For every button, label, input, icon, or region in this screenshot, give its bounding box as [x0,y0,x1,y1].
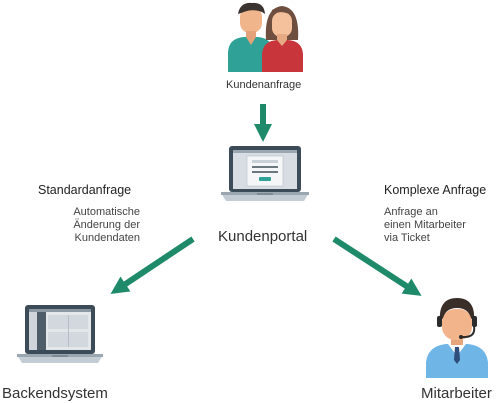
employee-label: Mitarbeiter [421,385,492,402]
standard-request-description: Automatische Änderung der Kundendaten [73,206,140,245]
backend-system-label: Backendsystem [2,385,108,402]
description-line: Anfrage an [384,206,438,218]
arrow-to-employee [332,236,422,296]
description-line: Automatische [73,206,140,218]
arrow-to-backend [110,236,195,294]
laptop-backend-icon [17,305,103,363]
standard-request-title: Standardanfrage [38,183,132,197]
description-line: Kundendaten [74,232,140,244]
description-line: via Ticket [384,232,430,244]
description-line: Änderung der [73,219,140,231]
complex-request-title: Komplexe Anfrage [384,183,487,197]
customer-portal-label: Kundenportal [218,228,308,245]
description-line: einen Mitarbeiter [384,219,466,231]
complex-request-description: Anfrage an einen Mitarbeiter via Ticket [384,206,466,245]
customer-request-label: Kundenanfrage [226,79,302,91]
support-agent-icon [426,298,488,378]
laptop-portal-icon [221,146,309,201]
customer-pair-icon [228,2,303,72]
